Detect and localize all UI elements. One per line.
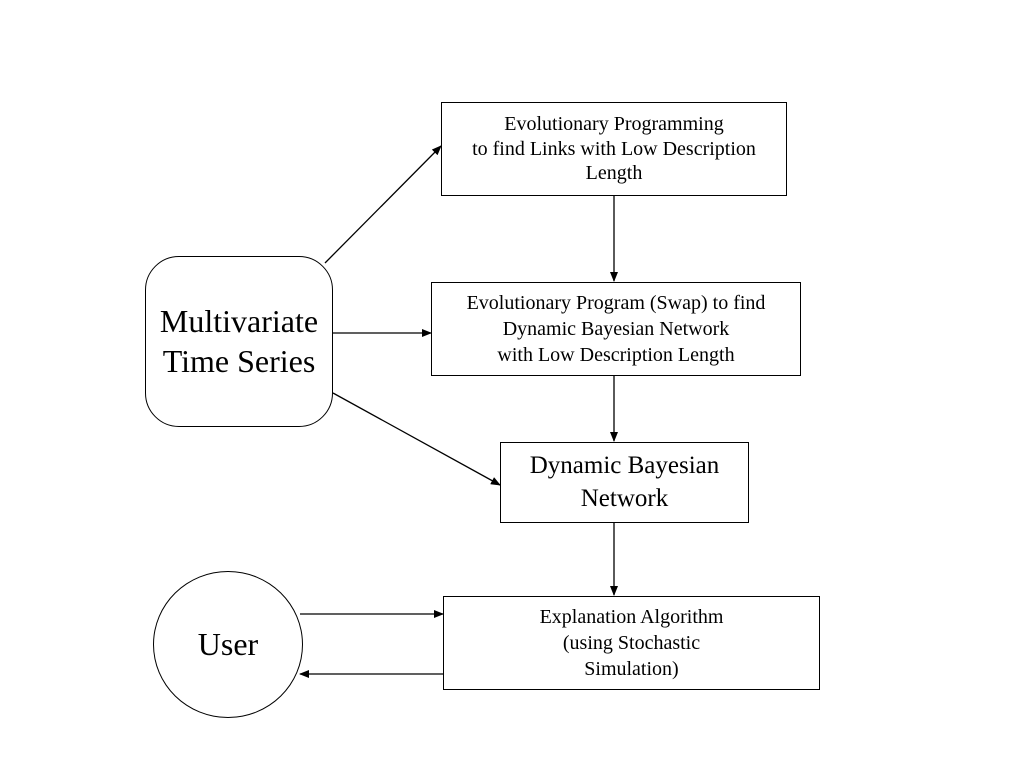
- node-label-line: Length: [585, 162, 643, 185]
- arrow-mts-to-evo-links: [324, 145, 442, 264]
- node-label-line: Time Series: [162, 342, 316, 379]
- node-label-line: Dynamic Bayesian: [529, 452, 720, 479]
- node-label-line: Simulation): [584, 658, 679, 680]
- node-label-line: Network: [580, 484, 669, 512]
- node-label-line: User: [197, 625, 259, 662]
- dynamic-bayesian-network-node: Dynamic Bayesian Network: [500, 442, 749, 523]
- explanation-algorithm-node: Explanation Algorithm (using Stochastic …: [443, 596, 820, 690]
- node-label-line: Evolutionary Program (Swap) to find: [466, 292, 766, 314]
- evolutionary-programming-links-node: Evolutionary Programming to find Links w…: [441, 102, 787, 196]
- evolutionary-program-swap-node: Evolutionary Program (Swap) to find Dyna…: [431, 282, 801, 376]
- multivariate-time-series-node: Multivariate Time Series: [145, 256, 333, 427]
- node-label-line: to find Links with Low Description: [472, 137, 756, 160]
- node-label-line: with Low Description Length: [497, 344, 735, 366]
- node-label-line: Evolutionary Programming: [504, 113, 724, 136]
- node-label-line: Multivariate: [159, 303, 319, 340]
- node-label-line: (using Stochastic: [562, 632, 701, 654]
- arrow-mts-to-dbn: [332, 392, 501, 486]
- node-label-line: Dynamic Bayesian Network: [502, 318, 730, 340]
- node-label-line: Explanation Algorithm: [539, 606, 724, 628]
- user-node: User: [153, 571, 303, 718]
